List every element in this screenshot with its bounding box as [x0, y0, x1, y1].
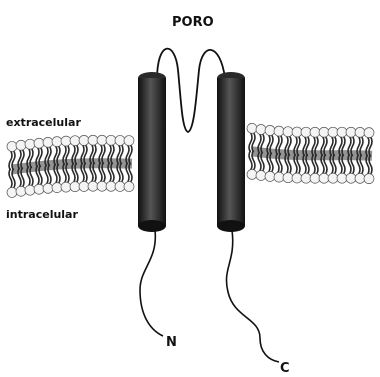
- lipid-head: [70, 136, 80, 146]
- lipid-head: [25, 139, 35, 149]
- lipid-head: [43, 183, 53, 193]
- lipid-head: [124, 182, 134, 192]
- lipid-head: [115, 181, 125, 191]
- lipid-head: [61, 182, 71, 192]
- lipid-head: [310, 173, 320, 183]
- lipid-head: [79, 135, 89, 145]
- lipid-head: [70, 182, 80, 192]
- membrane-left: [7, 135, 134, 197]
- lipid-head: [25, 185, 35, 195]
- lipid-head: [301, 173, 311, 183]
- lipid-head: [337, 127, 347, 137]
- lipid-head: [346, 173, 356, 183]
- lipid-head: [88, 135, 98, 145]
- lipid-head: [328, 173, 338, 183]
- lipid-head: [274, 126, 284, 136]
- lipid-head: [274, 172, 284, 182]
- lipid-head: [265, 125, 275, 135]
- lipid-head: [328, 127, 338, 137]
- lipid-head: [43, 137, 53, 147]
- n-terminus-tail: [140, 230, 163, 336]
- lipid-head: [364, 128, 374, 138]
- lipid-head: [124, 136, 134, 146]
- lipid-head: [355, 127, 365, 137]
- lipid-head: [106, 181, 116, 191]
- lipid-head: [61, 136, 71, 146]
- lipid-head: [292, 127, 302, 137]
- c-terminus-tail: [226, 230, 279, 362]
- lipid-head: [7, 187, 17, 197]
- lipid-head: [337, 173, 347, 183]
- lipid-tail: [249, 132, 252, 170]
- lipid-head: [364, 174, 374, 184]
- helix-1: [138, 72, 166, 232]
- c-terminus-label: C: [280, 361, 290, 376]
- lipid-head: [16, 140, 26, 150]
- membrane-right: [247, 123, 374, 183]
- lipid-head: [79, 181, 89, 191]
- pore-label: PORO: [172, 15, 214, 30]
- lipid-head: [283, 173, 293, 183]
- lipid-head: [52, 183, 62, 193]
- lipid-head: [355, 173, 365, 183]
- lipid-head: [97, 181, 107, 191]
- lipid-head: [283, 127, 293, 137]
- lipid-tail: [9, 150, 12, 188]
- lipid-head: [97, 135, 107, 145]
- lipid-head: [301, 127, 311, 137]
- lipid-head: [34, 138, 44, 148]
- extracellular-label: extracelular: [6, 116, 81, 129]
- lipid-head: [247, 123, 257, 133]
- pore-loop: [157, 49, 225, 132]
- lipid-head: [115, 135, 125, 145]
- lipid-head: [265, 171, 275, 181]
- lipid-head: [16, 186, 26, 196]
- lipid-head: [88, 181, 98, 191]
- lipid-head: [310, 127, 320, 137]
- lipid-head: [346, 127, 356, 137]
- lipid-head: [256, 170, 266, 180]
- lipid-head: [7, 141, 17, 151]
- lipid-head: [256, 124, 266, 134]
- lipid-head: [52, 137, 62, 147]
- n-terminus-label: N: [166, 335, 177, 350]
- intracellular-label: intracelular: [6, 208, 78, 221]
- lipid-head: [34, 184, 44, 194]
- lipid-head: [292, 173, 302, 183]
- lipid-head: [319, 173, 329, 183]
- lipid-head: [247, 169, 257, 179]
- lipid-head: [106, 135, 116, 145]
- lipid-head: [319, 127, 329, 137]
- helix-2: [217, 72, 245, 232]
